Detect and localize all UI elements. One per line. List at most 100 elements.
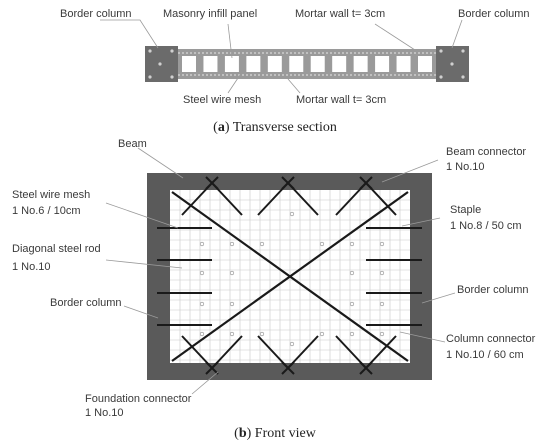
rebar-dot [170, 75, 174, 79]
label-steel-wire-mesh-spec: 1 No.6 / 10cm [12, 205, 80, 217]
staple-point [199, 301, 205, 307]
staple-points [199, 211, 385, 347]
masonry-block [375, 56, 390, 72]
masonry-block [203, 56, 218, 72]
label-steel-wire-mesh-section: Steel wire mesh [183, 94, 261, 106]
leader-steel-wire-mesh [227, 74, 241, 94]
mortar-strip [178, 49, 436, 79]
label-foundation-connector: Foundation connector [85, 393, 192, 405]
beam-connector-rod [211, 182, 243, 216]
staple-point [229, 331, 235, 337]
rebar-dot [148, 49, 152, 53]
rebar-dot [158, 62, 162, 66]
staple-point [199, 270, 205, 276]
label-beam: Beam [118, 138, 147, 150]
beam-connector-rod [287, 182, 319, 216]
caption-transverse-section: (a) Transverse section [213, 120, 337, 135]
masonry-block [246, 56, 261, 72]
caption-front-view: (b) Front view [234, 426, 317, 441]
masonry-block [310, 56, 325, 72]
staple-point [289, 341, 295, 347]
staple-point [319, 241, 325, 247]
label-beam-connector-spec: 1 No.10 [446, 161, 485, 173]
staple-point [379, 270, 385, 276]
leader-mortar-top [374, 23, 416, 51]
rebar-dot [439, 75, 443, 79]
leader-border-column-right-front [421, 292, 456, 304]
staple-point [289, 211, 295, 217]
staple-point [229, 301, 235, 307]
beam-connector-rod [257, 182, 289, 216]
masonry-block [353, 56, 368, 72]
foundation-connector-rod [257, 335, 289, 369]
transverse-section: Border column Masonry infill panel Morta… [60, 8, 530, 135]
foundation-connector-rod [181, 335, 213, 369]
label-foundation-connector-spec: 1 No.10 [85, 407, 124, 419]
foundation-connector-rod [287, 335, 319, 369]
leader-staple [401, 217, 441, 227]
leader-mortar-bottom [287, 78, 301, 94]
caption-a-letter: a [218, 120, 225, 135]
masonry-blocks [182, 56, 432, 72]
staple-point [349, 331, 355, 337]
staple-point [379, 301, 385, 307]
masonry-block [332, 56, 347, 72]
staple-point [199, 241, 205, 247]
rebar-dot [170, 49, 174, 53]
label-border-column-left-front: Border column [50, 297, 122, 309]
label-staple-spec: 1 No.8 / 50 cm [450, 220, 522, 232]
front-view: Beam Beam connector 1 No.10 Steel wire m… [12, 138, 536, 441]
leader-foundation-connector [191, 371, 219, 395]
leader-diagonal-rod [105, 259, 183, 269]
column-rebar-dots [148, 49, 465, 79]
label-border-column-right: Border column [458, 8, 530, 20]
leader-column-connector [399, 331, 446, 343]
label-staple: Staple [450, 204, 481, 216]
beam-connector-rod [365, 182, 397, 216]
rebar-dot [461, 75, 465, 79]
masonry-block [396, 56, 411, 72]
label-border-column-right-front: Border column [457, 284, 529, 296]
rebar-dot [450, 62, 454, 66]
caption-b-text: Front view [255, 426, 317, 441]
label-border-column-left: Border column [60, 8, 132, 20]
staple-point [379, 331, 385, 337]
label-steel-wire-mesh-front: Steel wire mesh [12, 189, 90, 201]
rebar-dot [439, 49, 443, 53]
leader-beam-connector [381, 159, 439, 183]
staple-point [259, 241, 265, 247]
staple-point [199, 331, 205, 337]
label-diagonal-steel-rod: Diagonal steel rod [12, 243, 101, 255]
label-beam-connector: Beam connector [446, 146, 526, 158]
masonry-block [289, 56, 304, 72]
rebar-dot [148, 75, 152, 79]
label-diagonal-steel-rod-spec: 1 No.10 [12, 261, 51, 273]
staple-point [349, 241, 355, 247]
staple-point [259, 331, 265, 337]
masonry-block [224, 56, 239, 72]
masonry-block [182, 56, 196, 72]
masonry-block [418, 56, 432, 72]
staple-point [349, 270, 355, 276]
masonry-block [267, 56, 282, 72]
label-column-connector: Column connector [446, 333, 536, 345]
staple-point [349, 301, 355, 307]
staple-point [229, 241, 235, 247]
foundation-connector-rod [335, 335, 367, 369]
leader-masonry-infill [227, 23, 233, 59]
label-masonry-infill-panel: Masonry infill panel [163, 8, 257, 20]
leader-border-column-left-front [123, 305, 159, 319]
diagonal-rod-2 [171, 191, 409, 362]
rebar-dot [461, 49, 465, 53]
caption-a-text: Transverse section [233, 120, 337, 135]
beam-connector-rod [335, 182, 367, 216]
staple-point [229, 270, 235, 276]
label-mortar-wall-bottom: Mortar wall t= 3cm [296, 94, 386, 106]
leader-steel-wire-mesh-front [105, 202, 179, 229]
staple-point [319, 331, 325, 337]
connectors [157, 176, 422, 375]
beam-connector-rod [181, 182, 213, 216]
foundation-connector-rod [211, 335, 243, 369]
staple-point [379, 241, 385, 247]
